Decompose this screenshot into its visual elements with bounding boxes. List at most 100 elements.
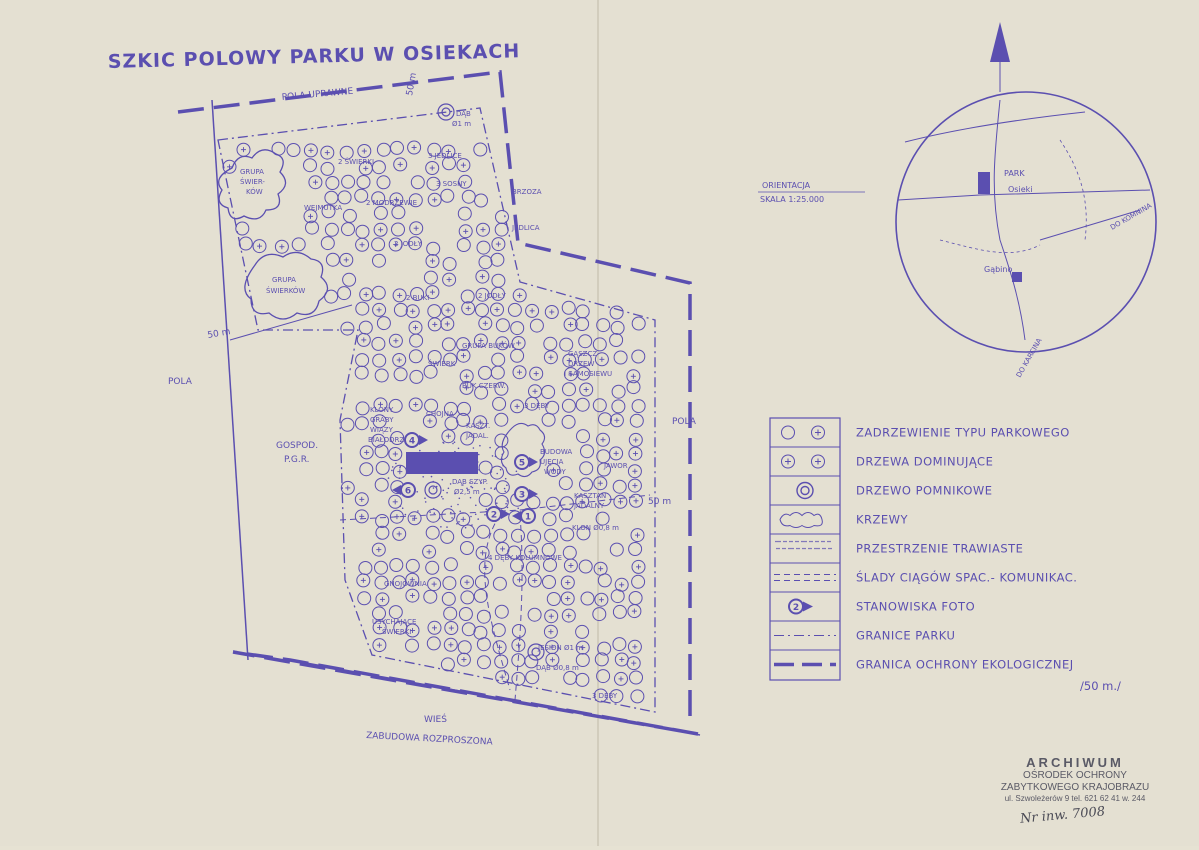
grass-dot: [506, 484, 508, 487]
tree-symbol: [391, 222, 405, 237]
tree-symbol: [631, 399, 646, 414]
label-buk-czerw: BUK CZERW.: [462, 382, 506, 390]
grass-dot: [494, 455, 497, 458]
tree-symbol: [371, 285, 386, 300]
tree-symbol: [561, 300, 576, 315]
grass-dot: [450, 511, 452, 514]
tree-symbol: [609, 542, 624, 557]
tree-symbol: [575, 672, 590, 687]
tree-symbol: [460, 541, 474, 555]
grass-dot: [430, 475, 433, 478]
grass-dot: [412, 519, 414, 521]
tree-symbol: [354, 509, 369, 524]
label-wejmutka: WEJMUTKA: [304, 204, 342, 212]
tree-symbol: [510, 558, 524, 573]
tree-symbol: [560, 591, 575, 606]
tree-symbol: [357, 591, 372, 606]
label-budowa-1: BUDOWA: [540, 448, 572, 456]
label-chojna: CHOJNA: [426, 410, 454, 418]
stamp-line3: ZABYTKOWEGO KRAJOBRAZU: [1000, 782, 1150, 793]
tree-symbol: [593, 688, 608, 703]
legend-row: PRZESTRZENIE TRAWIASTE: [770, 533, 1023, 556]
tree-symbol: [563, 670, 578, 685]
grass-dot: [438, 450, 440, 453]
tree-symbol: [392, 288, 407, 303]
tree-symbol: [627, 639, 642, 654]
tree-symbol: [494, 654, 509, 669]
tree-symbol: [478, 460, 493, 475]
label-wies: WIEŚ: [424, 713, 447, 725]
grass-dot: [442, 441, 444, 444]
grass-dot: [490, 487, 492, 489]
label-budowa-2: UJĘCIA: [540, 458, 564, 466]
label-gnojownia: GNOJOWNIA: [384, 580, 427, 588]
tree-symbol: [442, 272, 457, 287]
label-4-deby: 4 DĘBY KOLUMNOWE: [488, 554, 562, 562]
grass-dot: [472, 447, 475, 449]
grass-dot: [474, 513, 477, 516]
tree-symbol: [373, 222, 388, 237]
tree-symbol: [375, 461, 390, 475]
grass-dot: [490, 471, 493, 473]
grass-dot: [391, 466, 394, 468]
grass-dot: [483, 488, 486, 490]
tree-symbol: [325, 176, 340, 190]
grass-dot: [401, 507, 404, 510]
tree-symbol: [374, 368, 389, 383]
tree-symbol: [575, 624, 590, 639]
tree-symbol: [320, 236, 335, 251]
legend-row: GRANICA OCHRONY EKOLOGICZNEJ: [770, 649, 1073, 672]
grass-dot: [504, 477, 507, 480]
tree-symbol: [405, 623, 420, 638]
grass-dot: [438, 517, 441, 519]
tree-symbol: [495, 336, 510, 351]
tree-symbol: [597, 492, 612, 507]
tree-symbol: [460, 431, 475, 446]
legend-label: STANOWISKA FOTO: [856, 600, 975, 614]
legend-photo-number: 2: [793, 603, 799, 613]
tree-symbol: [457, 206, 472, 221]
tree-symbol: [475, 303, 489, 318]
label-jesion: JESION Ø1 m: [537, 644, 583, 652]
grass-dot: [496, 472, 499, 475]
legend-label: ZADRZEWIENIE TYPU PARKOWEGO: [856, 426, 1070, 440]
label-2-jodly-a: 2 JODŁY: [394, 240, 423, 248]
tree-symbol: [252, 239, 267, 254]
tree-symbol: [511, 671, 526, 686]
stamp-archiwum: ARCHIWUM: [1026, 755, 1124, 770]
label-gospod: GOSPOD.: [276, 441, 318, 451]
tree-symbol: [491, 286, 505, 301]
tree-symbol: [337, 286, 352, 301]
label-grupa-1a: GRUPA: [240, 168, 264, 176]
tree-symbol: [529, 318, 544, 333]
tree-symbol: [222, 159, 237, 174]
stamp-line2: OŚRODEK OCHRONY: [1023, 770, 1127, 781]
grass-dot: [424, 497, 426, 500]
tree-symbol: [376, 316, 391, 331]
grass-dot: [435, 485, 438, 488]
tree-symbol: [339, 145, 354, 160]
tree-symbol: [405, 572, 420, 587]
label-swierk: ŚWIERK: [428, 359, 456, 368]
grass-dot: [452, 442, 454, 445]
grass-dot: [442, 498, 444, 500]
tree-symbol: [561, 608, 576, 623]
label-3-deby-a: 3 DĘBY: [524, 402, 550, 410]
tree-symbol: [372, 253, 386, 268]
tree-symbol: [611, 399, 626, 414]
grass-dot: [489, 446, 491, 449]
tree-symbol: [631, 574, 646, 589]
tree-symbol: [492, 576, 507, 591]
grass-dot: [440, 495, 443, 498]
tree-symbol: [494, 604, 509, 619]
tree-symbol: [325, 252, 340, 267]
tree-symbol: [493, 528, 508, 543]
tree-symbol: [495, 318, 510, 333]
label-grupa-1b: ŚWIER-: [240, 177, 265, 186]
tree-symbol: [543, 557, 557, 572]
tree-symbol: [371, 336, 386, 351]
tree-symbol: [524, 654, 539, 669]
tree-symbol: [495, 670, 510, 685]
